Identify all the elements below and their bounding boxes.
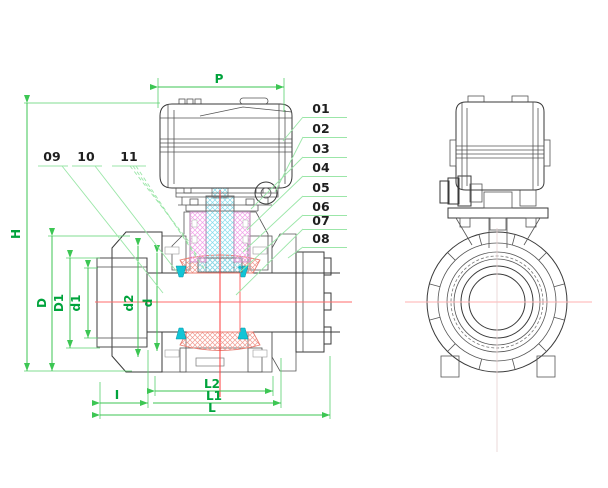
- dim-label-I: I: [115, 388, 119, 402]
- part-label-01: 01: [312, 101, 329, 116]
- part-callout-11: 11: [112, 149, 206, 271]
- dimension-d1: d1: [69, 260, 98, 339]
- part-label-04: 04: [312, 160, 330, 175]
- part-label-10: 10: [77, 149, 95, 164]
- part-callout-07: 07: [235, 213, 347, 296]
- dim-label-d2: d2: [122, 295, 136, 312]
- dim-label-D: D: [35, 298, 49, 308]
- part-label-11: 11: [120, 149, 137, 164]
- mounting-bracket-front: [178, 197, 272, 212]
- dimension-D: D: [35, 228, 130, 371]
- dimension-P: P: [150, 72, 285, 112]
- actuator-front: [159, 97, 293, 212]
- part-callouts-right: 01 02 03 04 05 06 07 08: [235, 101, 347, 296]
- union-nut-left: [111, 231, 163, 373]
- part-callout-03: 03: [250, 141, 347, 210]
- part-callout-06: 06: [239, 199, 347, 273]
- part-label-09: 09: [43, 149, 60, 164]
- part-callout-05: 05: [242, 180, 347, 253]
- dimension-L2: L2: [147, 377, 273, 394]
- part-label-03: 03: [312, 141, 329, 156]
- dim-label-P: P: [215, 72, 224, 86]
- dim-label-L: L: [208, 401, 216, 415]
- dim-label-L2: L2: [204, 377, 220, 391]
- part-callout-04: 04: [246, 160, 347, 231]
- part-callout-01: 01: [282, 101, 347, 142]
- front-section-view: [95, 97, 352, 397]
- dimension-H: H: [9, 95, 160, 372]
- part-callout-08: 08: [287, 231, 347, 259]
- part-callouts-left: 09 10 11: [38, 149, 206, 294]
- dim-label-d: d: [141, 299, 155, 308]
- dimension-d2: d2: [122, 238, 141, 357]
- cable-gland-front: [254, 181, 278, 205]
- cable-gland-side: [439, 175, 483, 207]
- dimension-L: L: [92, 401, 330, 418]
- part-label-06: 06: [312, 199, 330, 214]
- dim-label-D1: D1: [52, 294, 66, 312]
- part-callout-02: 02: [274, 121, 347, 193]
- actuator-side: [449, 95, 551, 191]
- part-callout-09: 09: [38, 149, 164, 294]
- dimension-D1: D1: [52, 250, 100, 349]
- part-label-07: 07: [312, 213, 329, 228]
- part-label-08: 08: [312, 231, 329, 246]
- part-label-02: 02: [312, 121, 329, 136]
- side-view: [405, 95, 592, 452]
- part-label-05: 05: [312, 180, 329, 195]
- dimension-I: I: [92, 388, 148, 406]
- part-callout-10: 10: [72, 149, 178, 273]
- dimension-d: d: [141, 245, 160, 351]
- castellation-ribs: [429, 234, 565, 370]
- dim-label-H: H: [9, 229, 23, 239]
- seat-rings: [175, 265, 249, 340]
- dim-label-L1: L1: [206, 389, 222, 403]
- mounting-bracket-side: [447, 189, 549, 248]
- drain-slot: [195, 357, 225, 367]
- dim-label-d1: d1: [69, 295, 83, 312]
- dimensions: P H D D1 d1: [9, 72, 331, 419]
- foot-right: [536, 355, 556, 378]
- foot-left: [440, 355, 460, 378]
- dimension-L1: L1: [153, 389, 281, 406]
